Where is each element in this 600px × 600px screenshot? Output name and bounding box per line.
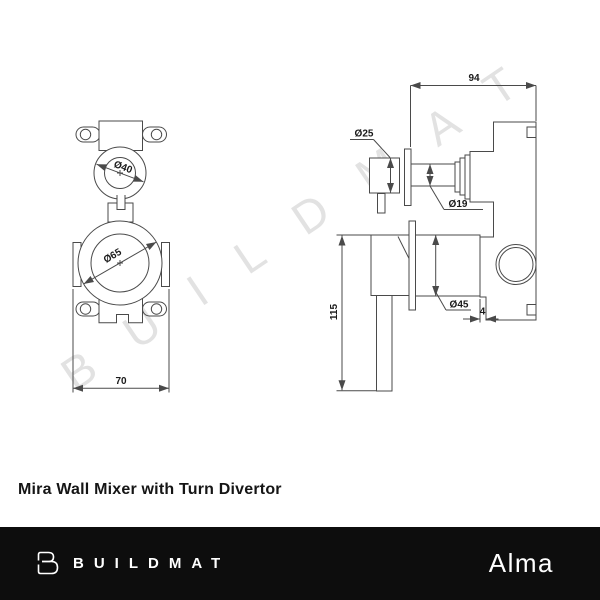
wall-body-top-notch: [526, 126, 537, 138]
handle-base-taper: [397, 236, 410, 259]
top-bracket-right-hole: [150, 128, 163, 141]
knob-collar-2: [459, 157, 466, 196]
handle-lever: [376, 295, 393, 392]
dim-knob-diameter: Ø25: [350, 129, 394, 193]
knob-escutcheon: [404, 148, 412, 206]
buildmat-logo-icon: [33, 551, 63, 577]
knob-side: [369, 157, 400, 194]
dim-plate-offset: 4: [463, 299, 499, 323]
outlet-port-outer: [495, 244, 537, 285]
footer-bar: BUILDMAT Alma: [0, 527, 600, 600]
handle-base: [370, 234, 410, 296]
dim-label-knob-diameter: Ø25: [355, 129, 374, 140]
side-view-drawing: Ø25 Ø19 Ø45: [329, 73, 537, 392]
wall-body-bottom-notch: [526, 304, 537, 316]
dim-label-shaft-diameter: Ø19: [449, 199, 468, 210]
technical-drawing: Ø40 Ø65 70: [72, 73, 537, 393]
dim-knob-face-diameter: Ø40: [96, 159, 144, 183]
front-view-drawing: Ø40 Ø65 70: [72, 120, 170, 393]
dim-label-overall-height: 115: [329, 303, 340, 320]
knob-collar-1: [454, 161, 461, 193]
knob-stem: [116, 195, 126, 210]
right-side-tab: [161, 242, 170, 287]
top-bracket-left-hole: [79, 128, 92, 141]
dim-label-cartridge-diameter: Ø45: [450, 300, 469, 311]
bottom-bracket-right-hole: [150, 303, 163, 315]
dim-body-width: 70: [72, 289, 170, 393]
dim-label-body-width: 70: [115, 376, 127, 387]
mixer-cartridge-body: [415, 234, 481, 297]
dim-cartridge-diameter: Ø45: [432, 235, 471, 311]
top-bracket-plate: [98, 120, 143, 151]
bottom-bracket-left-hole: [79, 303, 92, 315]
dim-label-total-depth: 94: [468, 73, 480, 84]
dim-overall-height: 115: [329, 234, 376, 392]
top-bracket-left-ear: [75, 126, 101, 143]
knob-stem-side: [377, 193, 386, 214]
dim-shaft-diameter: Ø19: [426, 164, 483, 210]
dim-label-plate-offset: 4: [480, 307, 486, 318]
outlet-port-inner: [498, 247, 534, 282]
footer-brand-name: BUILDMAT: [73, 555, 231, 572]
product-title: Mira Wall Mixer with Turn Divertor: [18, 481, 282, 498]
knob-collar-3: [464, 154, 471, 200]
mixer-escutcheon: [408, 220, 416, 311]
footer-series-name: Alma: [488, 548, 554, 578]
dim-total-depth: 94: [410, 73, 537, 147]
knob-shaft: [410, 163, 456, 187]
